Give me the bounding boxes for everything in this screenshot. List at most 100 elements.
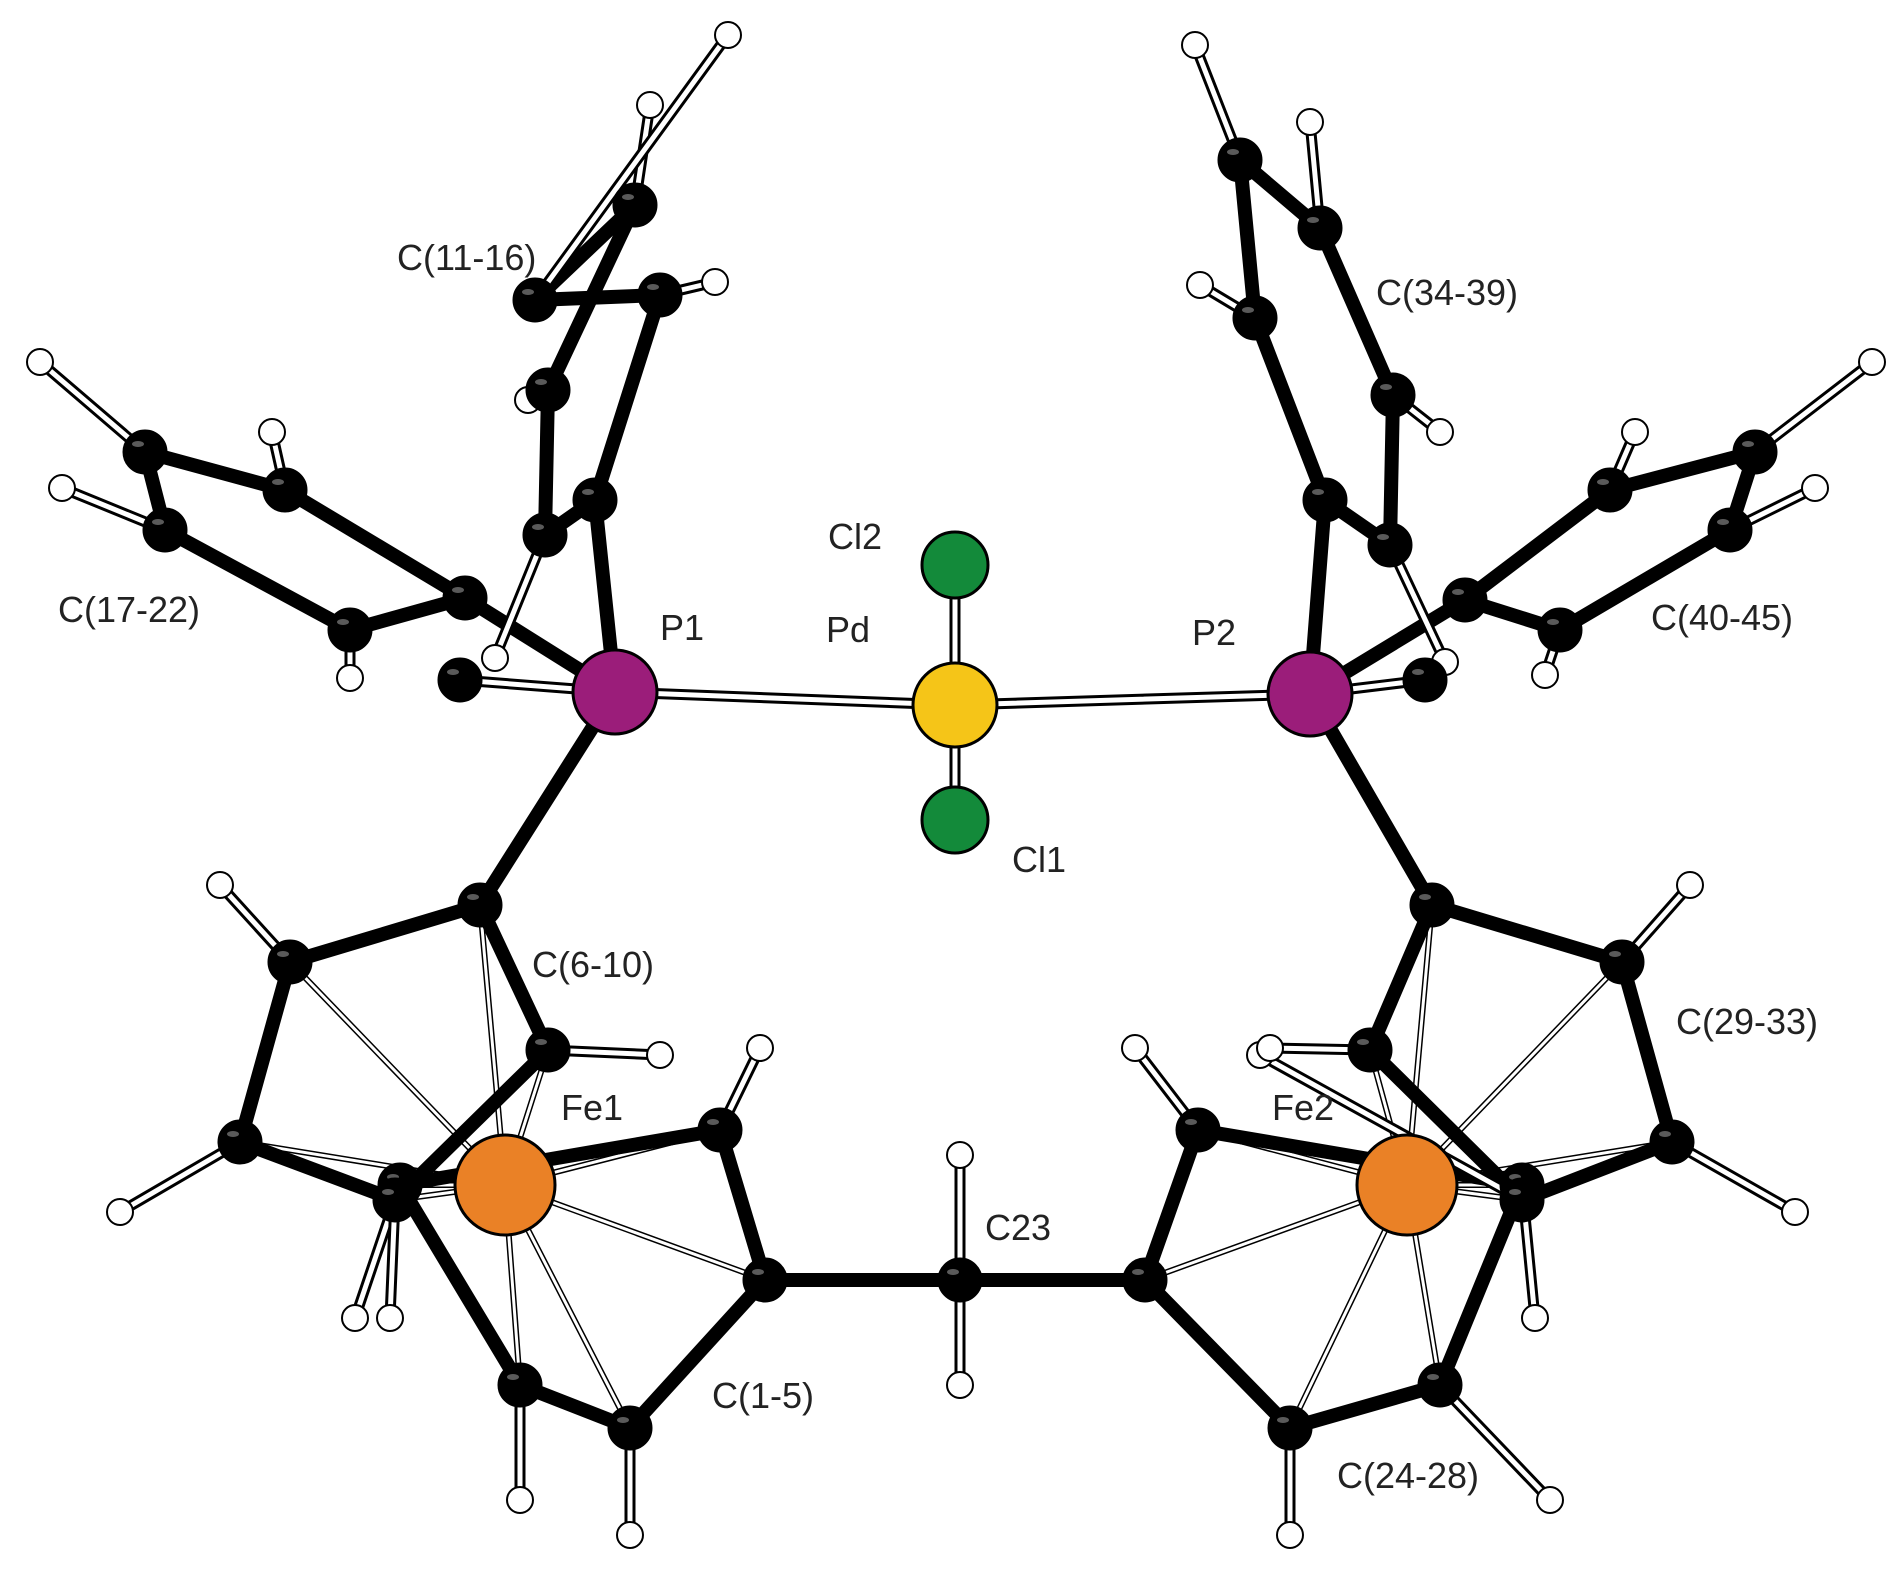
atom-P1: [571, 648, 659, 736]
atoms: [26, 21, 1886, 1549]
atom-Hf3: [636, 91, 664, 119]
atom-f2: [525, 367, 571, 413]
atom-Cl1: [920, 785, 990, 855]
atom-b4-highlight: [382, 1189, 394, 1195]
atom-a1-highlight: [752, 1269, 764, 1275]
atom-Hb3: [106, 1198, 134, 1226]
atom-f4: [612, 182, 658, 228]
atom-d2: [1175, 1107, 1221, 1153]
atom-Pd: [911, 661, 999, 749]
bond-h4-h5: [1313, 221, 1400, 402]
bond-a4-a1: [623, 1273, 772, 1435]
atom-P2: [1266, 650, 1354, 738]
atom-Hd2: [1121, 1034, 1149, 1062]
bond-b1-b2: [283, 898, 487, 969]
atom-i5-highlight: [1597, 479, 1609, 485]
atom-g5-highlight: [272, 479, 284, 485]
atom-g2: [327, 607, 373, 653]
atom-f1: [572, 477, 618, 523]
atom-i6: [1402, 657, 1448, 703]
label-c40-45: C(40-45): [1651, 597, 1793, 638]
bond-d4-d3: [1283, 1378, 1447, 1435]
bond-h5-h6: [1383, 388, 1400, 552]
atom-Hi3: [1801, 474, 1829, 502]
atom-Hf5: [701, 268, 729, 296]
atom-a1: [742, 1257, 788, 1303]
atom-Hb5: [646, 1041, 674, 1069]
label-c29-33: C(29-33): [1676, 1001, 1818, 1042]
atom-h6: [1367, 522, 1413, 568]
atom-h2: [1232, 295, 1278, 341]
bond-h1-h2: [1248, 311, 1332, 507]
atom-f5: [637, 272, 683, 318]
bond-P1-Pd: [612, 689, 958, 708]
bond-f3-Hf4: [532, 32, 731, 303]
atom-Hi2: [1531, 661, 1559, 689]
atom-He2: [1676, 871, 1704, 899]
bond-e4-He4: [1257, 1052, 1525, 1203]
atom-i1: [1442, 577, 1488, 623]
atom-C23: [937, 1257, 983, 1303]
atom-Hh2: [1186, 271, 1214, 299]
label-c17-22: C(17-22): [58, 589, 200, 630]
bond-e5-e1: [1363, 898, 1439, 1057]
bond-d1-d2: [1138, 1123, 1205, 1287]
atom-d3-highlight: [1277, 1417, 1289, 1423]
label-c1-5: C(1-5): [712, 1375, 814, 1416]
atom-h1: [1302, 477, 1348, 523]
label-c23: C23: [985, 1207, 1051, 1248]
atom-d1-highlight: [1132, 1269, 1144, 1275]
atom-f5-highlight: [647, 284, 659, 290]
bond-a1-a2: [713, 1123, 772, 1287]
bond-g2-g3: [158, 523, 357, 637]
atom-d4-highlight: [1427, 1374, 1439, 1380]
bond-Pd-P2: [952, 691, 1313, 708]
bond-b3-Hb3: [117, 1139, 243, 1215]
atom-Fe2: [1355, 1133, 1459, 1237]
atom-g3-highlight: [152, 519, 164, 525]
atom-a2: [697, 1107, 743, 1153]
atom-f2-highlight: [535, 379, 547, 385]
atom-i3: [1707, 507, 1753, 553]
atom-g3: [142, 507, 188, 553]
bond-i4-Hi4: [1752, 359, 1875, 455]
bond-b5-b1: [473, 898, 555, 1057]
metal-bonds: [34, 29, 1878, 1541]
atom-f4-highlight: [622, 194, 634, 200]
atom-b3: [217, 1119, 263, 1165]
atom-i2: [1537, 607, 1583, 653]
atom-d3: [1267, 1405, 1313, 1451]
atom-d2-highlight: [1185, 1119, 1197, 1125]
atom-b1-highlight: [467, 894, 479, 900]
atom-b2: [267, 939, 313, 985]
atom-f3-highlight: [522, 289, 534, 295]
bond-f6-f2: [538, 383, 555, 542]
atom-b5: [525, 1027, 571, 1073]
atom-e3: [1649, 1119, 1695, 1165]
bond-e1-e2: [1425, 898, 1629, 969]
atom-a4: [607, 1405, 653, 1451]
bond-e2-e3: [1615, 955, 1679, 1149]
atom-e2-highlight: [1609, 951, 1621, 957]
bond-b2-b3: [233, 955, 297, 1149]
bond-e3-e4: [1515, 1135, 1679, 1207]
atom-a2-highlight: [707, 1119, 719, 1125]
label-c6-10: C(6-10): [532, 944, 654, 985]
atom-i5: [1587, 467, 1633, 513]
atom-Hg2: [336, 664, 364, 692]
bond-g5-g1: [278, 483, 472, 605]
atom-b2-highlight: [277, 951, 289, 957]
label-fe2: Fe2: [1272, 1087, 1334, 1128]
bond-a2-a5: [393, 1123, 727, 1192]
atom-Hd5: [1521, 1304, 1549, 1332]
atom-Hh4: [1296, 108, 1324, 136]
atom-h4: [1297, 205, 1343, 251]
label-c11-16: C(11-16): [397, 237, 536, 278]
bond-i5-i1: [1458, 483, 1617, 607]
atom-g5: [262, 467, 308, 513]
bond-d4-Hd4: [1437, 1382, 1553, 1503]
atom-C23-highlight: [947, 1269, 959, 1275]
atom-g4: [122, 429, 168, 475]
atom-Hi4: [1858, 348, 1886, 376]
